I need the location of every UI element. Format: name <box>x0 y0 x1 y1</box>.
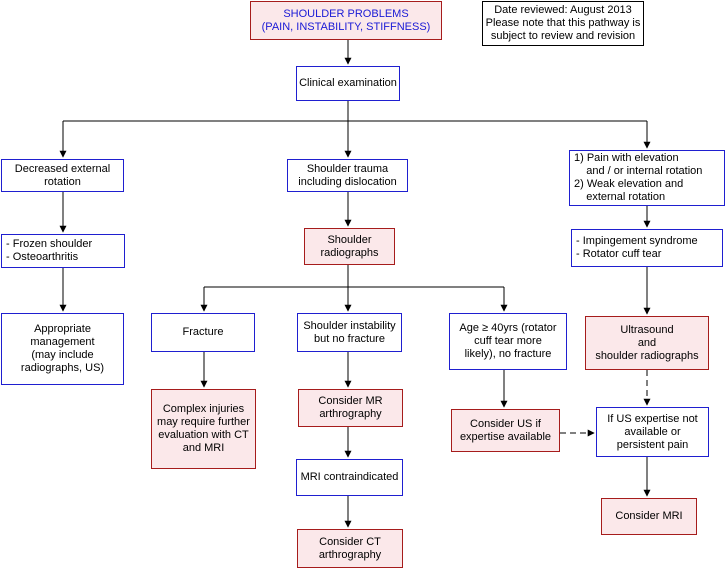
age40-line-1: Age ≥ 40yrs (rotator <box>459 322 557 334</box>
impingement-line-2: - Rotator cuff tear <box>576 248 662 260</box>
complex-line-3: evaluation with CT <box>158 429 249 441</box>
trauma-line-1: Shoulder trauma <box>306 162 389 175</box>
us-expertise-box: Consider US if expertise available <box>451 409 560 452</box>
consider-mri-box: Consider MRI <box>601 498 697 535</box>
mr-arthrography-box: Consider MR arthrography <box>298 389 403 427</box>
impingement-line-1: - Impingement syndrome <box>576 235 698 247</box>
trauma-line-2: including dislocation <box>298 175 397 188</box>
ultrasound-line-3: shoulder radiographs <box>595 349 699 362</box>
us-not-avail-line-1: If US expertise not <box>607 412 698 425</box>
us-not-avail-line-3: persistent pain <box>616 438 689 451</box>
radiographs-line-1: Shoulder <box>327 233 372 246</box>
fracture-label: Fracture <box>182 326 224 338</box>
radiographs-line-2: radiographs <box>320 246 379 259</box>
frozen-shoulder-box: - Frozen shoulder - Osteoarthritis <box>1 234 125 268</box>
ct-arthrography-box: Consider CT arthrography <box>297 529 403 568</box>
title-line-2: (PAIN, INSTABILITY, STIFFNESS) <box>261 20 431 33</box>
instability-box: Shoulder instability but no fracture <box>297 313 402 352</box>
decreased-rotation-line-1: Decreased external <box>14 162 111 175</box>
review-notice: Date reviewed: August 2013 Please note t… <box>482 1 644 46</box>
mri-contra-label: MRI contraindicated <box>300 471 399 483</box>
ct-arthro-line-1: Consider CT <box>319 535 381 548</box>
appropriate-line-1: Appropriate <box>34 323 91 335</box>
ct-arthro-line-2: arthrography <box>318 548 382 561</box>
pain-elevation-line-1: 1) Pain with elevation <box>574 152 679 164</box>
fracture-box: Fracture <box>151 313 255 352</box>
appropriate-line-2: management <box>30 336 95 348</box>
mri-contraindicated-box: MRI contraindicated <box>296 459 403 496</box>
shoulder-radiographs-box: Shoulder radiographs <box>304 228 395 265</box>
ultrasound-line-2: and <box>637 336 657 349</box>
impingement-box: - Impingement syndrome - Rotator cuff te… <box>571 229 723 267</box>
mr-arthro-line-1: Consider MR <box>318 395 383 407</box>
pain-elevation-box: 1) Pain with elevation and / or internal… <box>569 150 725 206</box>
instability-line-2: but no fracture <box>314 332 385 345</box>
complex-line-4: and MRI <box>182 442 225 454</box>
age40-line-3: likely), no fracture <box>464 348 552 360</box>
review-notice-line-1: Date reviewed: August 2013 <box>494 4 632 16</box>
appropriate-line-3: (may include <box>31 349 94 361</box>
appropriate-line-4: radiographs, US) <box>20 362 105 374</box>
review-notice-line-3: subject to review and revision <box>490 30 636 42</box>
complex-line-2: may require further <box>157 416 250 428</box>
frozen-line-2: - Osteoarthritis <box>6 251 79 263</box>
age-40-box: Age ≥ 40yrs (rotator cuff tear more like… <box>449 313 567 370</box>
clinical-exam-box: Clinical examination <box>296 66 400 101</box>
complex-line-1: Complex injuries <box>162 403 245 415</box>
pain-elevation-line-2: and / or internal rotation <box>574 165 703 177</box>
ultrasound-box: Ultrasound and shoulder radiographs <box>585 316 709 370</box>
decreased-rotation-box: Decreased external rotation <box>1 159 124 192</box>
us-not-avail-line-2: available or <box>624 425 681 438</box>
title-box: SHOULDER PROBLEMS (PAIN, INSTABILITY, ST… <box>250 1 442 40</box>
title-line-1: SHOULDER PROBLEMS <box>283 7 409 20</box>
us-not-available-box: If US expertise not available or persist… <box>596 407 709 457</box>
trauma-box: Shoulder trauma including dislocation <box>287 159 408 192</box>
pain-elevation-line-3: 2) Weak elevation and <box>574 178 684 190</box>
appropriate-management-box: Appropriate management (may include radi… <box>1 313 124 385</box>
clinical-exam-label: Clinical examination <box>299 77 397 89</box>
pain-elevation-line-4: external rotation <box>574 191 666 203</box>
complex-injuries-box: Complex injuries may require further eva… <box>151 389 256 469</box>
consider-mri-label: Consider MRI <box>615 510 683 522</box>
mr-arthro-line-2: arthrography <box>319 408 382 420</box>
age40-line-2: cuff tear more <box>474 335 542 347</box>
ultrasound-line-1: Ultrasound <box>620 323 674 336</box>
review-notice-line-2: Please note that this pathway is <box>485 17 641 29</box>
decreased-rotation-line-2: rotation <box>44 175 81 188</box>
instability-line-1: Shoulder instability <box>303 319 396 332</box>
us-expertise-line-2: expertise available <box>459 430 552 443</box>
frozen-line-1: - Frozen shoulder <box>6 238 93 250</box>
us-expertise-line-1: Consider US if <box>470 417 541 430</box>
